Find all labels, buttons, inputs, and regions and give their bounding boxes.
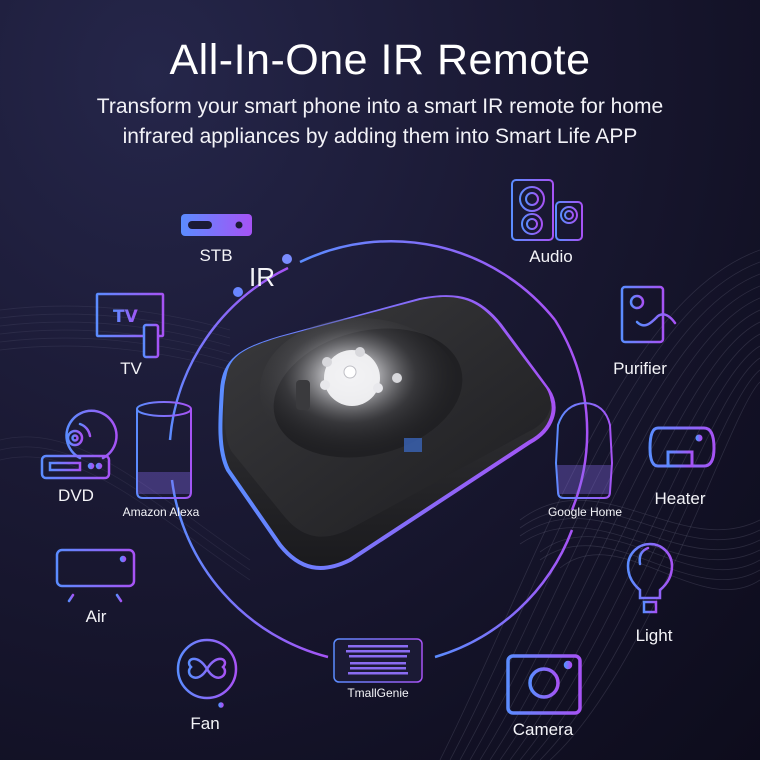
orbit-arc-right [553,319,589,511]
purifier-icon [618,285,677,353]
label-purifier: Purifier [613,359,667,378]
fan-icon [176,638,238,708]
label-air: Air [85,607,107,626]
page-subtitle: Transform your smart phone into a smart … [0,92,760,152]
label-tmallgenie: TmallGenie [347,686,409,700]
router-stb-icon [181,176,252,236]
air-conditioner-icon [55,548,136,603]
orbit-node-1 [282,254,292,264]
orbit-arc-top [299,239,556,321]
light-bulb-icon [626,542,674,614]
orbit-arc-bottom-right [434,529,574,659]
label-stb: STB [199,246,233,265]
speaker-icon [511,179,583,241]
camera-icon [506,646,582,715]
water-heater-icon [648,426,716,476]
dvd-player-icon [40,409,118,480]
ir-hub-device [218,295,556,570]
ir-label: IR [249,262,275,292]
svg-text:TV: TV [113,307,139,327]
orbit-arc-bottom-left [170,479,329,659]
tv-remote-icon: TV [95,292,165,359]
google-home-icon [554,401,614,499]
label-light: Light [635,626,673,645]
wave-lines-left [0,305,251,581]
smart-speaker-icon [136,401,192,499]
label-audio: Audio [529,247,573,266]
subtitle-line-2: infrared appliances by adding them into … [122,125,638,148]
label-fan: Fan [190,714,220,733]
subtitle-line-1: Transform your smart phone into a smart … [96,95,664,118]
tmall-genie-icon [333,638,423,683]
orbit-arc-left-top [168,266,289,441]
label-heater: Heater [654,489,706,508]
orbit-node-2 [233,287,243,297]
page-title: All-In-One IR Remote [169,36,591,84]
label-google-home: Google Home [547,505,623,519]
label-dvd: DVD [58,486,94,505]
label-camera: Camera [512,720,574,739]
label-amazon-alexa: Amazon Alexa [122,505,200,519]
label-tv: TV [120,359,142,378]
